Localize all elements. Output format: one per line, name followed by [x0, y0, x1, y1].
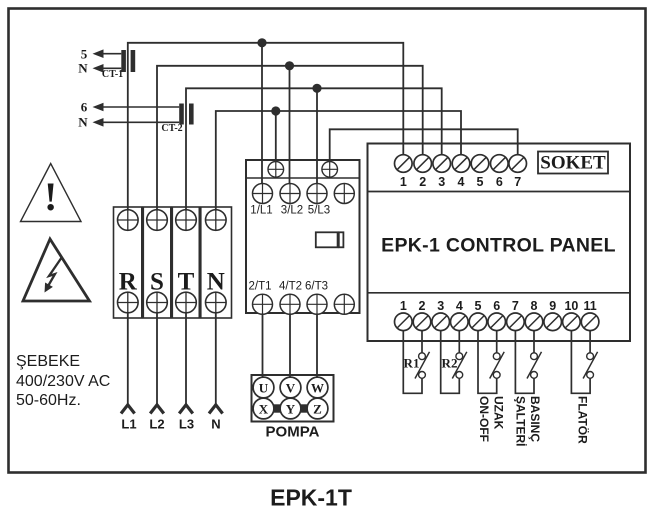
panel-bottom-terminal-7: 7 [511, 298, 519, 313]
junction-dots [257, 38, 322, 116]
pump-u-label: U [258, 380, 269, 395]
supply-voltage: 400/230V AC [16, 372, 111, 390]
arrow-left-icon [92, 102, 104, 112]
pump-y-label: Y [285, 401, 296, 416]
exclamation-glyph: ! [44, 174, 58, 219]
pump-z-label: Z [313, 401, 322, 416]
ct2-label: CT-2 [161, 123, 183, 134]
arrow-up-icon [148, 402, 166, 415]
socket-box [537, 150, 609, 175]
panel-name: EPK-1 CONTROL PANEL [381, 234, 616, 257]
caution-icon [19, 161, 83, 223]
float-switch-label: FLATÖR [575, 396, 590, 444]
panel-bottom-terminal-10: 10 [564, 298, 579, 313]
wire-n-to-terminal4 [214, 110, 462, 210]
contactor [245, 159, 361, 316]
arrow-left-icon [92, 118, 104, 127]
supply-frequency: 50-60Hz. [16, 391, 81, 409]
contactor-5l3-label: 5/L3 [307, 203, 331, 216]
panel-top-terminal-6: 6 [495, 174, 503, 189]
line-l1-label: L1 [121, 416, 137, 432]
wires-supply-lines [126, 313, 217, 405]
line-l3-label: L3 [178, 416, 195, 432]
contactor-1l1-label: 1/L1 [250, 203, 273, 216]
phase-n-label: N [206, 268, 225, 296]
panel-top-terminal-7: 7 [514, 174, 522, 189]
relay-r1-label: R1 [403, 355, 420, 371]
panel-bottom-terminal-4: 4 [455, 298, 463, 313]
contactor-3l2-label: 3/L2 [280, 203, 304, 216]
line-terminals [251, 182, 356, 205]
panel-bottom-terminal-1: 1 [399, 298, 407, 313]
load-terminals [251, 293, 356, 316]
supply-name: ŞEBEKE [16, 353, 81, 370]
arrow-left-icon [92, 49, 104, 58]
contact-r1 [402, 330, 431, 395]
panel-bottom-terminal-9: 9 [549, 298, 557, 313]
panel-top-terminal-1: 1 [399, 174, 407, 189]
wires-to-pump [261, 314, 318, 377]
diagram-border [7, 7, 647, 474]
panel-bottom-terminal-2: 2 [418, 298, 426, 313]
contactor-2t1-label: 2/T1 [248, 280, 272, 293]
line-l2-label: L2 [149, 416, 165, 432]
control-panel [366, 142, 631, 342]
ct1-symbol [92, 49, 136, 73]
relay-r2-label: R2 [441, 355, 458, 371]
ct2-lead-top-label: 6 [80, 99, 88, 114]
socket-label: SOKET [540, 152, 606, 173]
panel-top-terminal-3: 3 [438, 174, 446, 189]
ct2-symbol [92, 102, 194, 127]
panel-top-terminal-2: 2 [419, 174, 427, 189]
supply-line-arrows [119, 402, 224, 415]
line-n-label: N [211, 416, 221, 432]
ct1-label: CT-1 [101, 69, 124, 80]
wire-coil-to-terminal7 [328, 128, 519, 162]
contact-r2 [439, 330, 468, 395]
contactor-6t3-label: 6/T3 [304, 280, 329, 293]
ct1-lead-top-label: 5 [80, 46, 88, 61]
external-contacts [402, 330, 599, 395]
phase-t-label: T [177, 268, 195, 296]
ct2-lead-bottom-label: N [78, 114, 88, 130]
contactor-4t2-label: 4/T2 [278, 280, 303, 293]
lightning-arrow [44, 282, 53, 293]
arrow-left-icon [92, 64, 104, 73]
diagram-title: EPK-1T [270, 484, 352, 510]
screw-terminals [116, 208, 227, 314]
arrow-up-icon [177, 402, 195, 415]
pressure-switch-label: BASINÇ ŞALTERİ [513, 396, 543, 447]
coil-terminals [267, 160, 339, 178]
panel-bottom-terminal-8: 8 [530, 298, 538, 313]
arrow-up-icon [119, 402, 136, 415]
link-bar [301, 404, 308, 413]
panel-bottom-terminal-11: 11 [583, 298, 597, 313]
pump-block [250, 374, 335, 423]
contactor-switch-icon [314, 231, 345, 249]
panel-bottom-terminal-6: 6 [493, 298, 501, 313]
contact-pressure-switch [514, 330, 543, 395]
arrow-up-icon [207, 402, 224, 415]
contact-remote-switch [477, 330, 505, 395]
ct1-lead-bottom-label: N [78, 60, 88, 76]
panel-top-terminal-4: 4 [457, 174, 465, 189]
pump-w-label: W [311, 380, 324, 395]
panel-bottom-terminals [393, 312, 600, 332]
panel-top-terminal-5: 5 [476, 174, 484, 189]
panel-bottom-terminal-3: 3 [437, 298, 445, 313]
remote-switch-label: UZAK ON-OFF [477, 396, 506, 442]
panel-top-terminals [393, 153, 528, 174]
high-voltage-icon [20, 236, 93, 303]
link-bar [274, 404, 281, 413]
pump-x-label: X [258, 401, 269, 416]
wiring [126, 41, 519, 405]
phase-s-label: S [150, 268, 164, 296]
pump-v-label: V [285, 380, 296, 395]
contact-float-switch [570, 330, 599, 395]
pump-name: POMPA [265, 423, 320, 440]
panel-bottom-terminal-5: 5 [474, 298, 482, 313]
phase-r-label: R [118, 268, 137, 296]
mains-terminal-block [112, 206, 233, 319]
